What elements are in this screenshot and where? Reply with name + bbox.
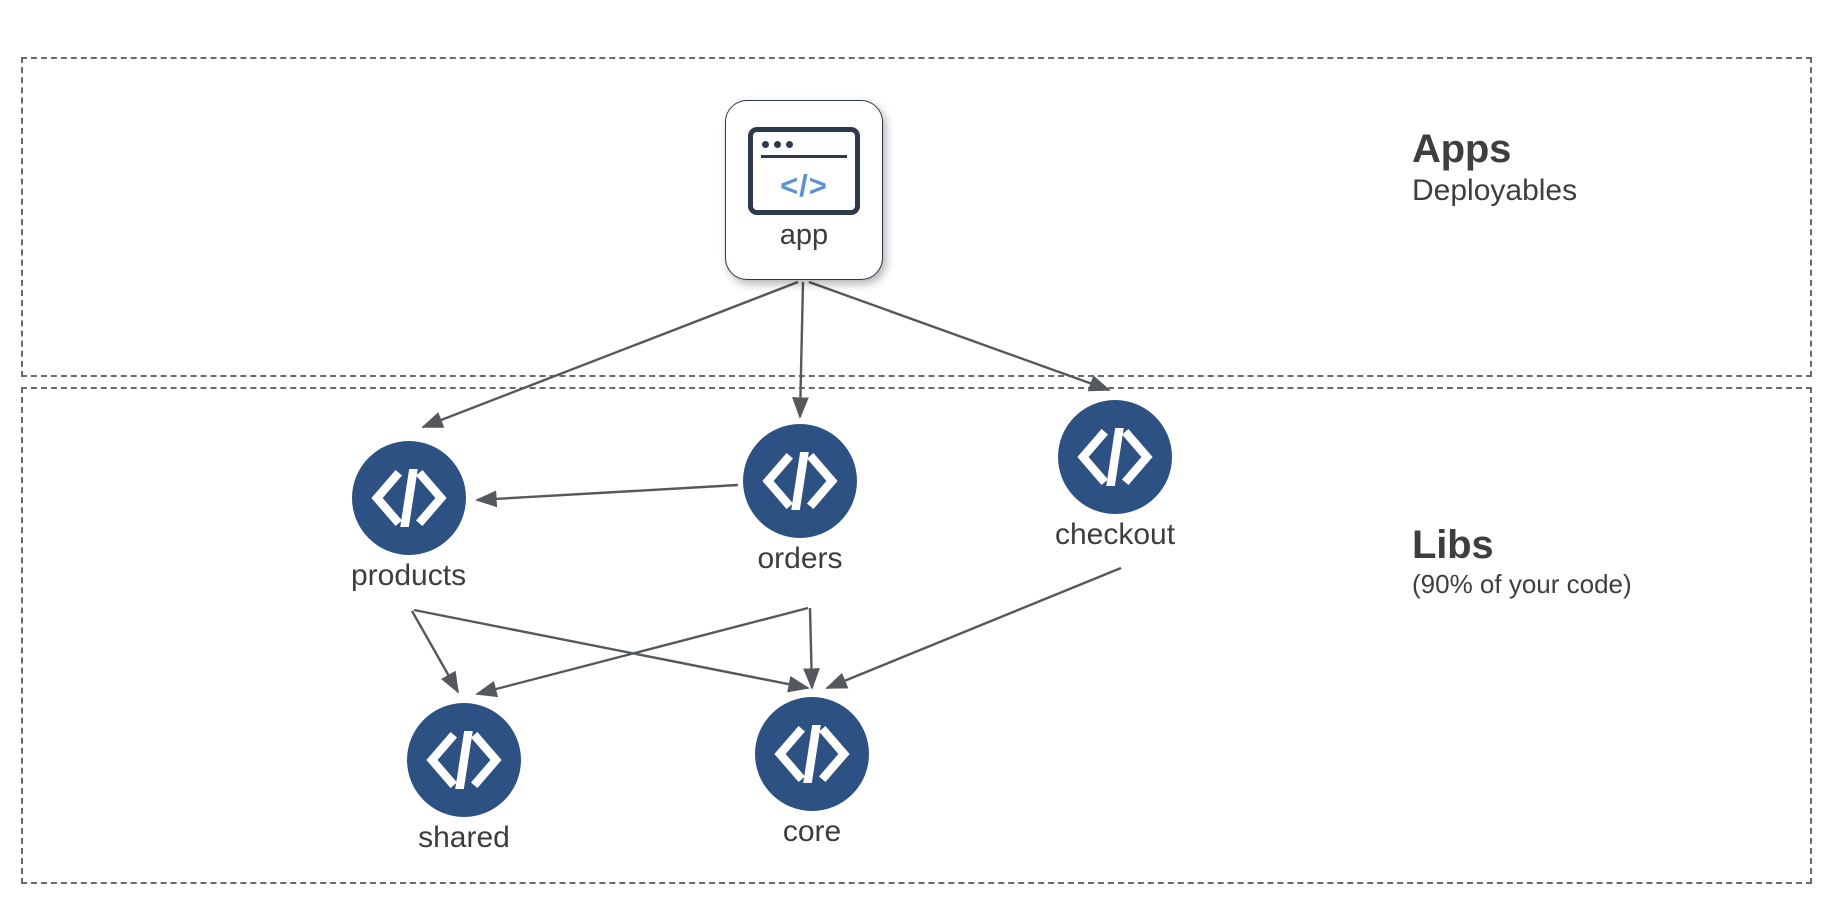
- code-icon: [407, 703, 521, 817]
- browser-code-icon: </>: [748, 127, 860, 215]
- node-products-label: products: [351, 559, 467, 592]
- node-checkout-label: checkout: [1055, 518, 1176, 551]
- zone-apps: [21, 57, 1812, 377]
- code-brackets-glyph: </>: [780, 168, 828, 203]
- node-core[interactable]: core: [755, 697, 869, 848]
- zone-apps-title: Apps: [1412, 127, 1512, 171]
- code-icon: [1058, 400, 1173, 514]
- node-shared[interactable]: shared: [407, 703, 521, 854]
- zone-libs-subtitle: (90% of your code): [1412, 569, 1632, 600]
- node-orders[interactable]: orders: [743, 424, 857, 575]
- node-orders-label: orders: [757, 542, 843, 575]
- zone-apps-caption: Apps Deployables: [1412, 127, 1578, 208]
- code-icon: [743, 424, 857, 538]
- code-icon: [755, 697, 869, 811]
- node-core-label: core: [782, 815, 842, 848]
- browser-dots-icon: [762, 141, 793, 148]
- code-icon: [351, 441, 466, 555]
- zone-libs-title: Libs: [1412, 523, 1494, 567]
- node-app[interactable]: </> app: [725, 100, 883, 280]
- node-shared-label: shared: [418, 821, 510, 854]
- node-checkout[interactable]: checkout: [1055, 400, 1175, 551]
- zone-apps-subtitle: Deployables: [1412, 174, 1578, 208]
- zone-libs: [21, 387, 1812, 884]
- node-app-label: app: [779, 219, 829, 251]
- zone-libs-caption: Libs (90% of your code): [1412, 523, 1632, 600]
- node-products[interactable]: products: [351, 441, 466, 592]
- browser-titlebar-rule: [761, 155, 847, 158]
